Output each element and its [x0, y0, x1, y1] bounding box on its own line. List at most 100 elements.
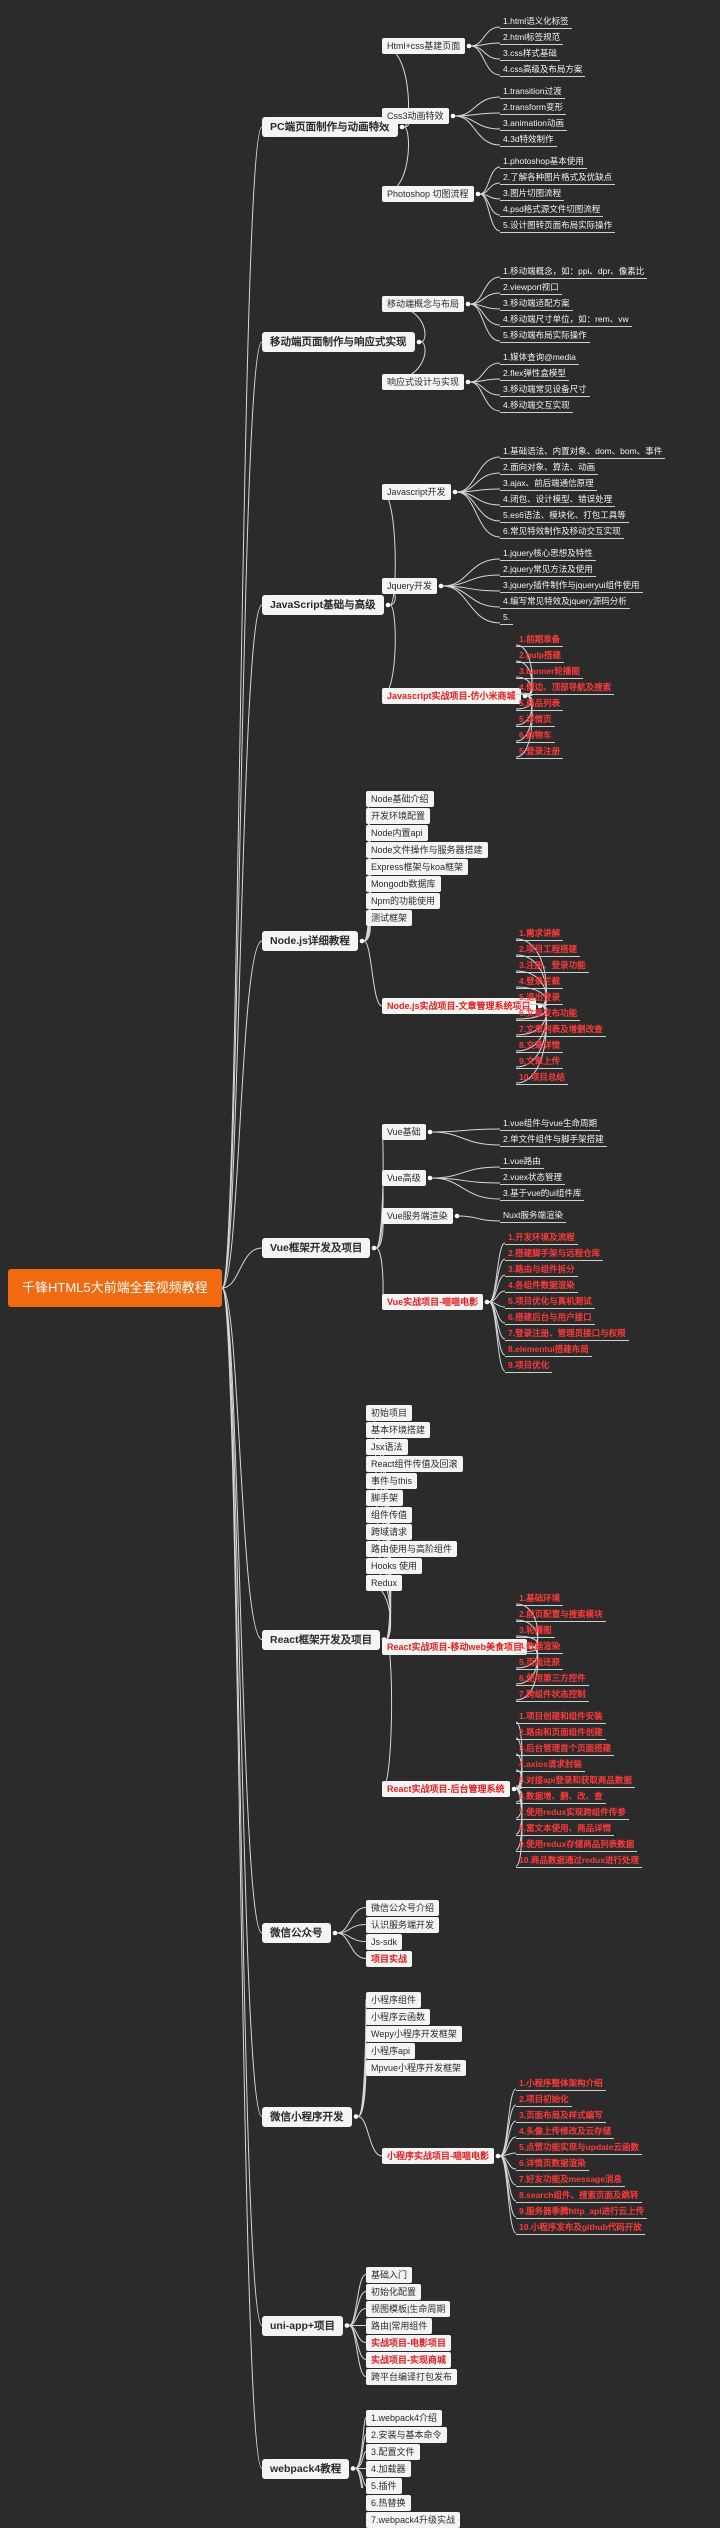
topic-item[interactable]: Redux	[366, 1574, 403, 1591]
branch-topic[interactable]: webpack4教程	[262, 2458, 350, 2479]
collapse-dot-icon[interactable]	[465, 301, 471, 307]
topic-item[interactable]: 基本环境搭建	[366, 1421, 431, 1438]
subtopic[interactable]: Javascript开发	[382, 484, 451, 500]
topic-item[interactable]: Jsx语法	[366, 1438, 408, 1455]
branch-topic[interactable]: uni-app+项目	[262, 2315, 344, 2336]
topic-item[interactable]: 初始化配置	[366, 2283, 422, 2300]
subtopic[interactable]: Javascript实战项目-仿小米商城	[382, 688, 521, 704]
collapse-dot-icon[interactable]	[371, 1245, 377, 1251]
collapse-dot-icon[interactable]	[475, 191, 481, 197]
collapse-dot-icon[interactable]	[528, 1644, 534, 1650]
topic-item[interactable]: Npm的功能使用	[366, 892, 441, 909]
topic-item[interactable]: Wepy小程序开发框架	[366, 2025, 462, 2042]
collapse-dot-icon[interactable]	[484, 1299, 490, 1305]
collapse-dot-icon[interactable]	[350, 2466, 356, 2471]
branch-topic[interactable]: 微信小程序开发	[262, 2106, 352, 2127]
connector	[469, 381, 501, 412]
topic-item[interactable]: Express框架与koa框架	[366, 858, 469, 875]
topic-item[interactable]: 6.热替换	[366, 2494, 411, 2511]
topic-item[interactable]: Js-sdk	[366, 1933, 403, 1950]
topic-item[interactable]: 初始项目	[366, 1404, 413, 1421]
topic-item[interactable]: 跨平台编译打包发布	[366, 2368, 458, 2385]
collapse-dot-icon[interactable]	[399, 124, 405, 130]
topic-item[interactable]: Node基础介绍	[366, 790, 434, 807]
topic-item[interactable]: 7.webpack4升级实战	[366, 2511, 461, 2528]
collapse-dot-icon[interactable]	[385, 602, 391, 608]
collapse-dot-icon[interactable]	[344, 2323, 350, 2328]
topic-item[interactable]: 路由使用与高阶组件	[366, 1540, 458, 1557]
topic-item[interactable]: Mpvue小程序开发框架	[366, 2059, 467, 2076]
subtopic[interactable]: Vue实战项目-喵喵电影	[382, 1294, 484, 1310]
topic-item[interactable]: React组件传值及回滚	[366, 1455, 463, 1472]
topic-item[interactable]: 2.安装与基本命令	[366, 2426, 447, 2443]
topic-item[interactable]: 1.webpack4介绍	[366, 2409, 443, 2426]
topic-item[interactable]: 开发环境配置	[366, 807, 431, 824]
branch-topic[interactable]: Node.js详细教程	[262, 931, 358, 951]
topic-item[interactable]: 组件传值	[366, 1506, 413, 1523]
leaf-item: 4.psd格式源文件切图流程	[500, 203, 604, 217]
topic-item[interactable]: 基础入门	[366, 2266, 413, 2283]
subtopic[interactable]: Vue基础	[382, 1124, 426, 1140]
branch-topic[interactable]: 微信公众号	[262, 1923, 331, 1943]
topic-item[interactable]: 4.加载器	[366, 2460, 411, 2477]
subtopic[interactable]: Css3动画特效	[382, 108, 449, 124]
subtopic[interactable]: React实战项目-移动web美食项目	[382, 1639, 528, 1655]
topic-item[interactable]: Hooks 使用	[366, 1557, 423, 1574]
collapse-dot-icon[interactable]	[332, 1930, 338, 1936]
leaf-item: 8.富文本使用、商品详情	[516, 1822, 615, 1836]
root-topic[interactable]: 千锋HTML5大前端全套视频教程	[8, 1269, 222, 1307]
topic-item[interactable]: 脚手架	[366, 1489, 404, 1506]
branch-topic[interactable]: PC端页面制作与动画特效	[262, 117, 398, 137]
subtopic[interactable]: Node.js实战项目-文章管理系统项目	[382, 998, 536, 1014]
topic-item[interactable]: 路由|常用组件	[366, 2317, 433, 2334]
branch-topic[interactable]: 移动端页面制作与响应式实现	[262, 332, 415, 352]
branch-topic[interactable]: React框架开发及项目	[262, 1629, 381, 1650]
collapse-dot-icon[interactable]	[495, 2153, 501, 2159]
collapse-dot-icon[interactable]	[427, 1175, 433, 1181]
topic-item[interactable]: 项目实战	[366, 1950, 413, 1967]
topic-item[interactable]: 事件与this	[366, 1472, 418, 1489]
topic-item[interactable]: Node文件操作与服务器搭建	[366, 841, 488, 858]
topic-item[interactable]: 小程序api	[366, 2042, 416, 2059]
topic-item[interactable]: 实战项目-实现商城	[366, 2351, 451, 2368]
subtopic[interactable]: Vue服务端渲染	[382, 1208, 453, 1224]
topic-item[interactable]: 测试框架	[366, 909, 413, 926]
collapse-dot-icon[interactable]	[438, 583, 444, 589]
collapse-dot-icon[interactable]	[450, 113, 456, 119]
topic-item[interactable]: Node内置api	[366, 824, 428, 841]
topic-item[interactable]: 小程序组件	[366, 1991, 422, 2008]
subtopic[interactable]: Html+css基建页面	[382, 38, 466, 54]
collapse-dot-icon[interactable]	[454, 1213, 460, 1219]
topic-item[interactable]: 视图模板|生命周期	[366, 2300, 451, 2317]
leaf-item: 6.数据增、删、改、查	[516, 1790, 606, 1804]
topic-item[interactable]: 3.配置文件	[366, 2443, 420, 2460]
subtopic[interactable]: Photoshop 切图流程	[382, 186, 474, 202]
subtopic[interactable]: React实战项目-后台管理系统	[382, 1781, 510, 1797]
topic-item[interactable]: 小程序云函数	[366, 2008, 431, 2025]
collapse-dot-icon[interactable]	[466, 43, 472, 49]
branch-topic[interactable]: JavaScript基础与高级	[262, 595, 384, 615]
branch-topic[interactable]: Vue框架开发及项目	[262, 1238, 371, 1258]
collapse-dot-icon[interactable]	[353, 2114, 359, 2119]
collapse-dot-icon[interactable]	[427, 1129, 433, 1135]
connector	[454, 115, 501, 146]
topic-item[interactable]: 认识服务端开发	[366, 1916, 440, 1933]
collapse-dot-icon[interactable]	[416, 339, 422, 345]
topic-item[interactable]: 5.插件	[366, 2477, 402, 2494]
collapse-dot-icon[interactable]	[465, 379, 471, 385]
subtopic[interactable]: 小程序实战项目-喵喵电影	[382, 2148, 494, 2164]
subtopic[interactable]: Jquery开发	[382, 578, 438, 594]
leaf-item: Nuxt服务端渲染	[500, 1209, 566, 1223]
leaf-item: 4.登录拦截	[516, 975, 564, 989]
subtopic[interactable]: 响应式设计与实现	[382, 374, 465, 390]
topic-item[interactable]: 跨域请求	[366, 1523, 413, 1540]
subtopic[interactable]: 移动端概念与布局	[382, 296, 465, 312]
connector	[363, 940, 383, 1007]
topic-item[interactable]: 实战项目-电影项目	[366, 2334, 451, 2351]
collapse-dot-icon[interactable]	[452, 489, 458, 495]
topic-item[interactable]: 微信公众号介绍	[366, 1899, 440, 1916]
collapse-dot-icon[interactable]	[359, 938, 365, 944]
collapse-dot-icon[interactable]	[511, 1786, 517, 1792]
subtopic[interactable]: Vue高级	[382, 1170, 426, 1186]
topic-item[interactable]: Mongodb数据库	[366, 875, 441, 892]
